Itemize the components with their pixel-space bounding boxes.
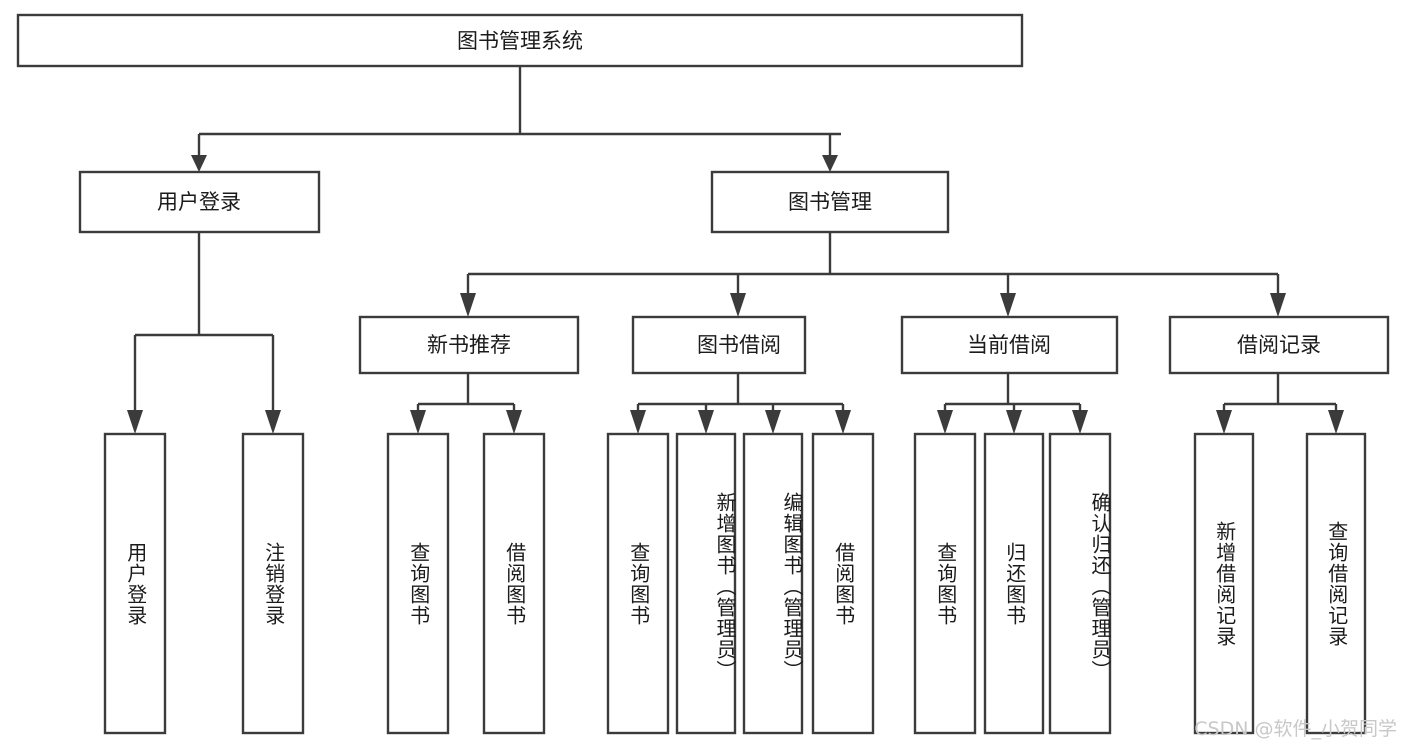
user-login-label: 用户登录: [157, 190, 241, 214]
arrowhead-leaf-edit-book: [765, 410, 781, 434]
current-borrow-label: 当前借阅: [967, 333, 1051, 357]
new-book-recommend-box[interactable]: [358, 315, 580, 375]
node-current-borrow[interactable]: 当前借阅: [900, 315, 1119, 375]
node-book-management[interactable]: 图书管理: [710, 170, 950, 234]
arrowhead-leaf-add-book: [698, 410, 714, 434]
leaf-confirm-return-box[interactable]: [1048, 432, 1112, 735]
leaf-return-book-box[interactable]: [983, 432, 1045, 735]
leaf-query-book-3-box[interactable]: [913, 432, 977, 735]
book-management-box[interactable]: [710, 170, 950, 234]
leaf-query-book-2-box[interactable]: [606, 432, 670, 735]
leaf-borrow-book-2-box[interactable]: [811, 432, 875, 735]
leaf-user-logout-box[interactable]: [241, 432, 305, 735]
arrowhead-current-borrow: [1000, 293, 1016, 317]
arrowhead-book-management: [822, 155, 838, 172]
arrowhead-user-login: [191, 155, 207, 172]
arrowhead-leaf-query-book-1: [410, 410, 426, 434]
leaf-boxes: [103, 432, 1367, 735]
node-new-book-recommend[interactable]: 新书推荐: [358, 315, 580, 375]
new-book-recommend-label: 新书推荐: [427, 333, 511, 357]
leaf-edit-book-box[interactable]: [742, 432, 804, 735]
user-login-box[interactable]: [78, 170, 321, 234]
leaf-borrow-book-1-box[interactable]: [482, 432, 546, 735]
current-borrow-box[interactable]: [900, 315, 1119, 375]
borrow-record-label: 借阅记录: [1237, 333, 1321, 357]
arrowhead-leaf-add-record: [1216, 410, 1232, 434]
root-box[interactable]: [16, 13, 1024, 68]
connectors: [127, 66, 1344, 434]
leaf-add-book-box[interactable]: [675, 432, 737, 735]
arrowhead-leaf-query-book-3: [937, 410, 953, 434]
book-borrow-label: 图书借阅: [697, 333, 781, 357]
arrowhead-leaf-return-book: [1006, 410, 1022, 434]
node-book-borrow[interactable]: 图书借阅: [631, 315, 807, 375]
arrowhead-leaf-confirm-return: [1072, 410, 1088, 434]
arrowhead-leaf-query-record: [1328, 410, 1344, 434]
book-borrow-box[interactable]: [631, 315, 807, 375]
arrowhead-new-book-recommend: [460, 293, 476, 317]
arrowhead-leaf-user-login: [127, 410, 143, 434]
root-label: 图书管理系统: [457, 29, 583, 53]
arrowhead-leaf-borrow-book-2: [835, 410, 851, 434]
arrowhead-leaf-borrow-book-1: [506, 410, 522, 434]
leaf-add-record-box[interactable]: [1193, 432, 1255, 735]
arrowhead-book-borrow: [730, 293, 746, 317]
book-management-label: 图书管理: [788, 190, 872, 214]
leaf-user-login-box[interactable]: [103, 432, 167, 735]
leaf-query-record-box[interactable]: [1305, 432, 1367, 735]
leaf-query-book-1-box[interactable]: [386, 432, 450, 735]
borrow-record-box[interactable]: [1168, 315, 1390, 375]
node-user-login[interactable]: 用户登录: [78, 170, 321, 234]
node-root[interactable]: 图书管理系统: [16, 13, 1024, 68]
node-borrow-record[interactable]: 借阅记录: [1168, 315, 1390, 375]
arrowhead-leaf-query-book-2: [630, 410, 646, 434]
arrowhead-leaf-user-logout: [265, 410, 281, 434]
arrowhead-borrow-record: [1270, 293, 1286, 317]
